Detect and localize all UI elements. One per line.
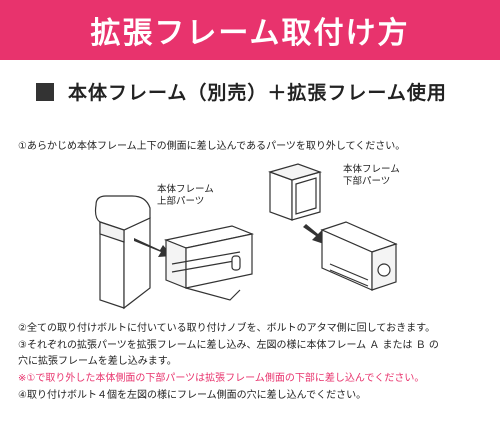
step-2: ②全ての取り付けボルトに付いている取り付けノブを、ボルトのアタマ側に回しておきま… <box>18 323 436 334</box>
left-frame-corner <box>94 195 151 310</box>
upper-part-label-line1: 本体フレーム <box>157 184 214 195</box>
square-bullet-icon <box>36 82 54 101</box>
insert-arrow-left <box>134 238 172 257</box>
lower-part-label: 本体フレーム 下部パーツ <box>343 164 400 188</box>
step-1: ①あらかじめ本体フレーム上下の側面に差し込んであるパーツを取り外してください。 <box>18 141 406 152</box>
step-3-line1: ③それぞれの拡張パーツを拡張フレームに差し込み、左図の様に本体フレーム Ａ また… <box>18 340 439 351</box>
upper-part-label: 本体フレーム 上部パーツ <box>157 184 214 208</box>
section-heading: 本体フレーム（別売）＋拡張フレーム使用 <box>36 78 447 105</box>
step-4: ④取り付けボルト４個を左図の様にフレーム側面の穴に差し込んでください。 <box>18 390 367 401</box>
right-frame-post <box>268 163 322 221</box>
header-banner: 拡張フレーム取付け方 <box>0 0 500 60</box>
step-3-line2: 穴に拡張フレームを差し込みます。 <box>18 356 177 367</box>
lower-part-label-line2: 下部パーツ <box>343 176 391 187</box>
insert-arrow-right <box>303 224 324 244</box>
section-heading-text: 本体フレーム（別売）＋拡張フレーム使用 <box>68 82 447 104</box>
note-lower-part: ※①で取り外した本体側面の下部パーツは拡張フレーム側面の下部に差し込んでください… <box>18 373 425 384</box>
lower-part <box>320 221 398 291</box>
upper-part <box>163 225 255 301</box>
assembly-drawing <box>94 163 398 310</box>
assembly-illustration: 本体フレーム 上部パーツ 本体フレーム 下部パーツ <box>0 160 500 324</box>
upper-part-label-line2: 上部パーツ <box>157 196 205 207</box>
page-title: 拡張フレーム取付け方 <box>90 16 410 51</box>
lower-part-label-line1: 本体フレーム <box>343 164 400 175</box>
